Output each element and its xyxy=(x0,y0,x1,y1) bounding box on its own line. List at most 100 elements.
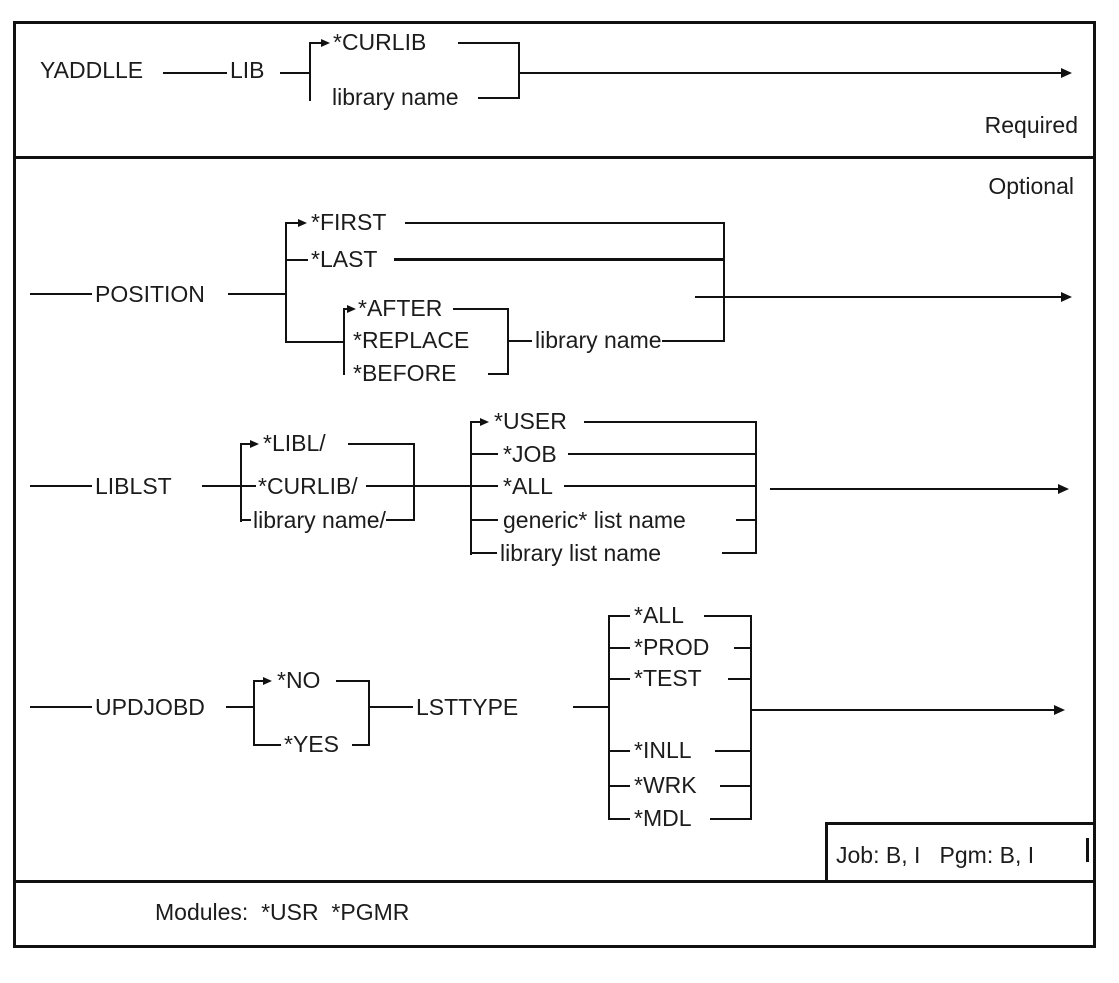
branch-line xyxy=(608,615,630,617)
default-arrow-icon xyxy=(347,305,356,313)
rail-line xyxy=(368,706,413,708)
branch-line xyxy=(285,341,343,343)
rail-line xyxy=(413,485,470,487)
optional-label: Optional xyxy=(988,173,1074,199)
continuation-arrow-icon xyxy=(1058,484,1069,494)
branch-line xyxy=(704,615,750,617)
branch-line xyxy=(309,42,321,44)
rail-line xyxy=(226,706,253,708)
rail-line xyxy=(30,485,92,487)
branch-line xyxy=(488,373,507,375)
position-first-value: *FIRST xyxy=(311,209,387,235)
updjobd-keyword: UPDJOBD xyxy=(95,694,205,720)
rail-line xyxy=(750,709,1055,711)
branch-line xyxy=(584,421,755,423)
lib-alternative-value: library name xyxy=(332,84,459,110)
branch-line xyxy=(478,97,518,99)
required-optional-divider xyxy=(13,156,1096,159)
branch-line xyxy=(715,750,750,752)
bracket-line xyxy=(240,443,242,522)
branch-line xyxy=(386,519,413,521)
branch-line xyxy=(734,647,750,649)
footer-divider xyxy=(13,880,1096,883)
branch-line xyxy=(470,453,498,455)
liblst-qualifier-libl: *LIBL/ xyxy=(263,430,326,456)
updjobd-yes-value: *YES xyxy=(284,731,339,757)
liblst-qualifier-curlib: *CURLIB/ xyxy=(258,473,358,499)
branch-line xyxy=(470,519,498,521)
continuation-arrow-icon xyxy=(1061,292,1072,302)
branch-line xyxy=(736,519,755,521)
modules-text: Modules: *USR *PGMR xyxy=(155,899,410,925)
branch-line xyxy=(405,222,723,224)
bracket-line xyxy=(309,42,311,101)
branch-line xyxy=(710,818,750,820)
branch-line xyxy=(366,485,413,487)
required-label: Required xyxy=(984,112,1078,138)
branch-line xyxy=(285,259,308,261)
bracket-line xyxy=(470,421,472,555)
branch-line xyxy=(470,421,480,423)
branch-line xyxy=(470,485,498,487)
default-arrow-icon xyxy=(298,219,307,227)
branch-line xyxy=(564,485,755,487)
branch-line xyxy=(285,222,298,224)
liblst-qualifier-name: library name/ xyxy=(253,507,386,533)
rail-line xyxy=(30,293,92,295)
bracket-line xyxy=(343,308,345,375)
lsttype-mdl-value: *MDL xyxy=(634,805,692,831)
lib-default-value: *CURLIB xyxy=(333,29,427,55)
rail-line xyxy=(280,72,309,74)
branch-line xyxy=(253,744,281,746)
branch-line xyxy=(470,552,497,554)
bracket-line xyxy=(518,42,520,99)
branch-line xyxy=(352,744,368,746)
branch-line xyxy=(336,680,368,682)
default-arrow-icon xyxy=(321,39,330,47)
lsttype-prod-value: *PROD xyxy=(634,634,710,660)
lsttype-all-value: *ALL xyxy=(634,602,684,628)
bracket-line xyxy=(608,615,610,820)
rail-line xyxy=(228,293,285,295)
lsttype-test-value: *TEST xyxy=(634,665,702,691)
branch-line xyxy=(608,647,630,649)
branch-line xyxy=(608,785,630,787)
branch-line xyxy=(394,258,723,261)
clipped-character-mark xyxy=(1086,838,1089,862)
branch-line xyxy=(662,340,723,342)
position-last-value: *LAST xyxy=(311,246,378,272)
default-arrow-icon xyxy=(263,677,272,685)
branch-line xyxy=(728,678,750,680)
branch-line xyxy=(458,42,518,44)
liblst-value-all: *ALL xyxy=(503,473,553,499)
rail-line xyxy=(202,485,240,487)
lsttype-wrk-value: *WRK xyxy=(634,772,697,798)
liblst-value-user: *USER xyxy=(494,408,567,434)
position-after-value: *AFTER xyxy=(358,295,443,321)
branch-line xyxy=(508,340,532,342)
liblst-value-generic: generic* list name xyxy=(503,507,686,533)
bracket-line xyxy=(755,421,757,554)
diagram-border xyxy=(13,21,1096,948)
rail-line xyxy=(573,706,608,708)
branch-line xyxy=(253,680,263,682)
bracket-line xyxy=(723,222,725,342)
branch-line xyxy=(608,750,630,752)
branch-line xyxy=(453,308,507,310)
liblst-value-list: library list name xyxy=(500,540,662,566)
lib-keyword: LIB xyxy=(230,57,265,83)
rail-line xyxy=(518,72,1062,74)
rail-line xyxy=(770,488,1059,490)
bracket-line xyxy=(253,680,255,746)
bracket-line xyxy=(413,443,415,521)
branch-line xyxy=(343,308,347,310)
environment-text: Job: B, I Pgm: B, I xyxy=(836,842,1035,868)
position-before-value: *BEFORE xyxy=(353,360,457,386)
branch-line xyxy=(722,552,755,554)
bracket-line xyxy=(750,615,752,820)
bracket-line xyxy=(285,222,287,343)
branch-line xyxy=(240,519,251,521)
branch-line xyxy=(348,443,413,445)
rail-line xyxy=(30,706,92,708)
